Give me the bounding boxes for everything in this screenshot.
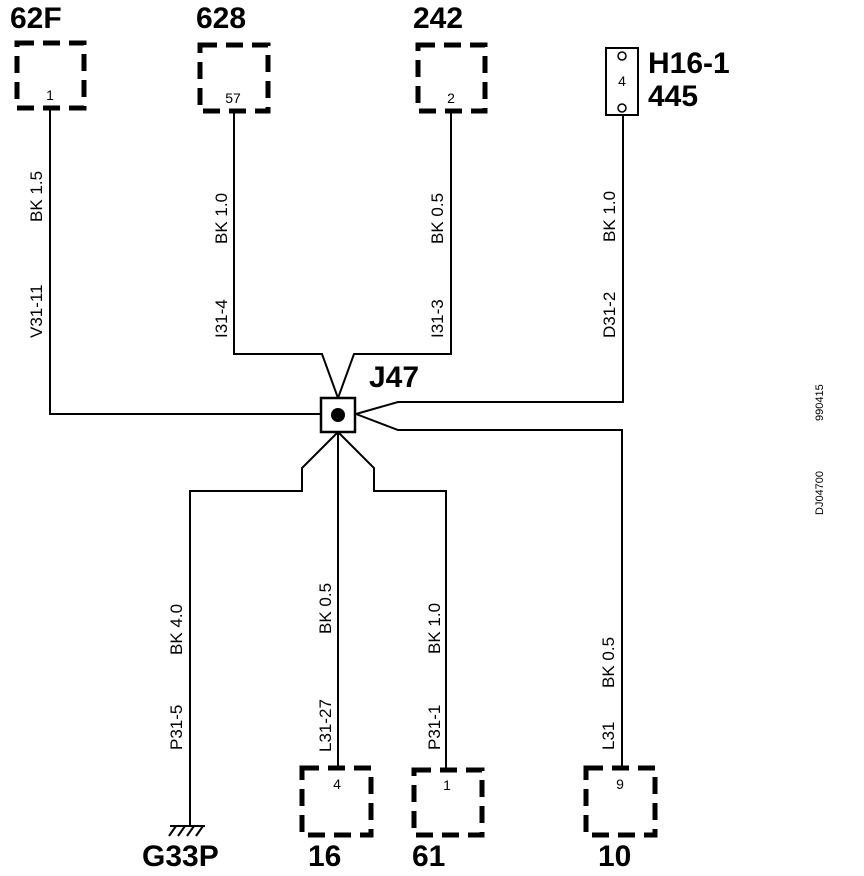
wire-p31-5-spec: BK 4.0 bbox=[167, 604, 186, 655]
connector-628-label: 628 bbox=[196, 2, 246, 35]
connector-242-box bbox=[415, 42, 488, 114]
connector-10-label: 10 bbox=[598, 840, 631, 873]
ground-hatch-3 bbox=[186, 825, 195, 837]
connector-242: 2 242 bbox=[413, 2, 488, 114]
connector-61-box bbox=[411, 767, 485, 838]
wire-p31-1-spec: BK 1.0 bbox=[425, 603, 444, 654]
connector-16: 4 16 bbox=[299, 765, 374, 873]
wire-i31-3-circuit: I31-3 bbox=[428, 299, 447, 338]
connector-242-label: 242 bbox=[413, 2, 463, 35]
wire-v31-11-spec: BK 1.5 bbox=[27, 171, 46, 222]
connector-61-label: 61 bbox=[412, 840, 445, 873]
wire-l31 bbox=[355, 413, 623, 768]
ground-g33p: G33P bbox=[142, 825, 219, 873]
wire-p31-5 bbox=[189, 431, 339, 826]
connector-61: 1 61 bbox=[411, 767, 485, 873]
connector-61-pin: 1 bbox=[443, 777, 451, 793]
splice-j47-label: J47 bbox=[369, 361, 419, 394]
wire-v31-11-circuit: V31-11 bbox=[27, 284, 46, 338]
splice-j47-dot-icon bbox=[331, 408, 345, 422]
wire-d31-2 bbox=[355, 115, 624, 415]
connector-h16-1-bottom-pin-icon bbox=[617, 103, 627, 113]
side-code-id: DJ04700 bbox=[814, 471, 826, 515]
wire-l31-27-circuit: L31-27 bbox=[316, 699, 335, 752]
wire-p31-1 bbox=[337, 431, 447, 770]
wire-labels: BK 1.5 V31-11 BK 1.0 I31-4 BK 0.5 I31-3 … bbox=[27, 171, 619, 752]
ground-g33p-label: G33P bbox=[142, 840, 219, 873]
connector-628-pin: 57 bbox=[225, 90, 241, 106]
wire-d31-2-circuit: D31-2 bbox=[600, 292, 619, 338]
ground-hatch-1 bbox=[168, 825, 177, 837]
connector-h16-1: 4 H16-1 445 bbox=[605, 47, 730, 116]
wire-i31-4 bbox=[233, 112, 339, 399]
connector-62f-box bbox=[14, 40, 87, 111]
connector-242-pin: 2 bbox=[447, 90, 455, 106]
wire-l31-circuit: L31 bbox=[599, 722, 618, 750]
connector-62f-pin: 1 bbox=[46, 87, 54, 103]
connector-16-box bbox=[299, 765, 374, 838]
side-code-date: 990415 bbox=[814, 384, 826, 421]
wire-i31-3 bbox=[337, 112, 452, 399]
side-codes: 990415 DJ04700 bbox=[814, 384, 826, 515]
wire-l31-27-spec: BK 0.5 bbox=[316, 583, 335, 634]
wire-l31-spec: BK 0.5 bbox=[599, 637, 618, 688]
ground-hatch-4 bbox=[195, 825, 204, 837]
connector-h16-1-top-pin-icon bbox=[617, 51, 627, 61]
wire-p31-1-circuit: P31-1 bbox=[425, 705, 444, 750]
connector-16-label: 16 bbox=[308, 840, 341, 873]
splice-j47: J47 bbox=[319, 361, 419, 434]
connector-10-pin: 9 bbox=[616, 776, 624, 792]
wire-v31-11 bbox=[49, 110, 322, 415]
wire-p31-5-circuit: P31-5 bbox=[167, 705, 186, 750]
connector-10-box bbox=[583, 765, 658, 838]
connector-62f-label: 62F bbox=[10, 2, 62, 35]
connector-16-pin: 4 bbox=[333, 776, 341, 792]
connector-h16-1-pin: 4 bbox=[618, 73, 626, 89]
connector-628-box bbox=[197, 42, 271, 114]
connector-10: 9 10 bbox=[583, 765, 658, 873]
connector-62f: 1 62F bbox=[10, 2, 87, 111]
wire-i31-4-spec: BK 1.0 bbox=[212, 193, 231, 244]
connector-h16-1-sublabel: 445 bbox=[648, 80, 698, 113]
ground-hatch-2 bbox=[177, 825, 186, 837]
wires bbox=[49, 110, 624, 826]
connector-628: 57 628 bbox=[196, 2, 271, 114]
connector-h16-1-label: H16-1 bbox=[648, 47, 730, 80]
wire-i31-4-circuit: I31-4 bbox=[212, 299, 231, 338]
connector-h16-1-box bbox=[605, 47, 639, 116]
wire-i31-3-spec: BK 0.5 bbox=[428, 193, 447, 244]
wire-d31-2-spec: BK 1.0 bbox=[600, 191, 619, 242]
